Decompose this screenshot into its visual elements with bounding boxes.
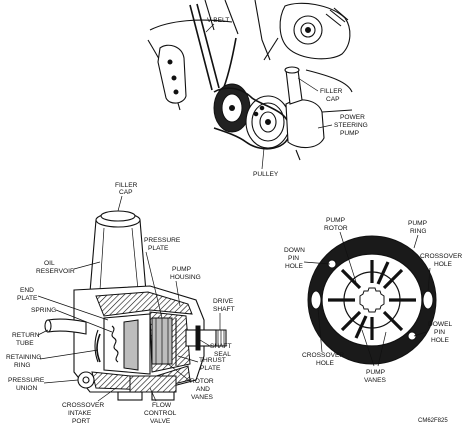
label-rotor-vanes-1: ROTOR — [190, 378, 214, 385]
label-return-tube-2: TUBE — [16, 340, 34, 347]
label-end-plate-1: END — [20, 287, 34, 294]
label-rotor-vanes-3: VANES — [191, 394, 213, 401]
label-flow-control-1: FLOW — [152, 402, 172, 409]
label-ps-pump-3: PUMP — [340, 130, 360, 137]
label-shaft-seal-1: SHAFT — [210, 343, 232, 350]
label-thrust-plate-2: PLATE — [200, 365, 221, 372]
left-labels: FILLER CAP PRESSURE PLATE OIL RESERVOIR … — [6, 182, 235, 425]
label-flow-control-3: VALVE — [150, 418, 171, 425]
pump-cutaway-illustration — [44, 210, 227, 401]
label-filler-cap-top-1: FILLER — [320, 88, 343, 95]
label-crossover-intake-2: INTAKE — [68, 410, 92, 417]
top-labels: V-BELT FILLER CAP POWER STEERING PUMP PU… — [205, 17, 368, 178]
label-crossover-intake-1: CROSSOVER — [62, 402, 104, 409]
label-pump-housing-2: HOUSING — [170, 274, 201, 281]
label-spring: SPRING — [31, 307, 56, 314]
label-rotor-vanes-2: AND — [196, 386, 210, 393]
label-filler-cap-top-2: CAP — [326, 96, 340, 103]
label-retaining-ring-2: RING — [14, 362, 30, 369]
label-pump-ring-1: PUMP — [408, 220, 428, 227]
label-pressure-union-2: UNION — [16, 385, 37, 392]
label-pump-rotor-1: PUMP — [326, 217, 346, 224]
label-end-plate-2: PLATE — [17, 295, 38, 302]
label-dowel-pin-2: PIN — [434, 329, 445, 336]
label-drive-shaft-1: DRIVE — [213, 298, 234, 305]
label-pump-housing-1: PUMP — [172, 266, 192, 273]
alternator — [263, 2, 351, 61]
ps-pump-pulley — [245, 95, 291, 149]
label-return-tube-1: RETURN — [12, 332, 40, 339]
label-pump-vanes-1: PUMP — [366, 369, 386, 376]
pump-ring-illustration — [307, 235, 437, 365]
label-crossover-hole-bottom-2: HOLE — [316, 360, 335, 367]
label-oil-reservoir-2: RESERVOIR — [36, 268, 75, 275]
label-down-pin-1: DOWN — [284, 247, 305, 254]
label-dowel-pin-1: DOWEL — [428, 321, 453, 328]
label-crossover-hole-right-1: CROSSOVER — [420, 253, 462, 260]
label-pulley: PULLEY — [253, 171, 279, 178]
label-filler-cap-left-2: CAP — [119, 189, 133, 196]
label-ps-pump-2: STEERING — [334, 122, 368, 129]
label-retaining-ring-1: RETAINING — [6, 354, 41, 361]
label-ps-pump-1: POWER — [340, 114, 365, 121]
label-crossover-hole-right-2: HOLE — [434, 261, 453, 268]
label-pump-vanes-2: VANES — [364, 377, 386, 384]
label-crossover-hole-bottom-1: CROSSOVER — [302, 352, 344, 359]
label-crossover-intake-3: PORT — [72, 418, 90, 425]
label-pressure-plate-1: PRESSURE — [144, 237, 181, 244]
figure-code: CM62F825 — [418, 418, 448, 424]
label-drive-shaft-2: SHAFT — [213, 306, 235, 313]
label-oil-reservoir-1: OIL — [44, 260, 55, 267]
label-down-pin-2: PIN — [288, 255, 299, 262]
label-down-pin-3: HOLE — [285, 263, 304, 270]
label-pressure-union-1: PRESSURE — [8, 377, 45, 384]
label-pump-rotor-2: ROTOR — [324, 225, 348, 232]
crank-pulley — [213, 83, 251, 133]
label-pump-ring-2: RING — [410, 228, 426, 235]
label-v-belt: V-BELT — [207, 17, 229, 24]
label-pressure-plate-2: PLATE — [148, 245, 169, 252]
label-filler-cap-left-1: FILLER — [115, 182, 138, 189]
label-thrust-plate-1: THRUST — [199, 357, 226, 364]
label-flow-control-2: CONTROL — [144, 410, 177, 417]
right-labels: PUMP ROTOR PUMP RING DOWN PIN HOLE CROSS… — [284, 217, 462, 424]
label-shaft-seal-2: SEAL — [214, 351, 231, 358]
label-dowel-pin-3: HOLE — [431, 337, 450, 344]
engine-belt-illustration — [147, 0, 353, 161]
